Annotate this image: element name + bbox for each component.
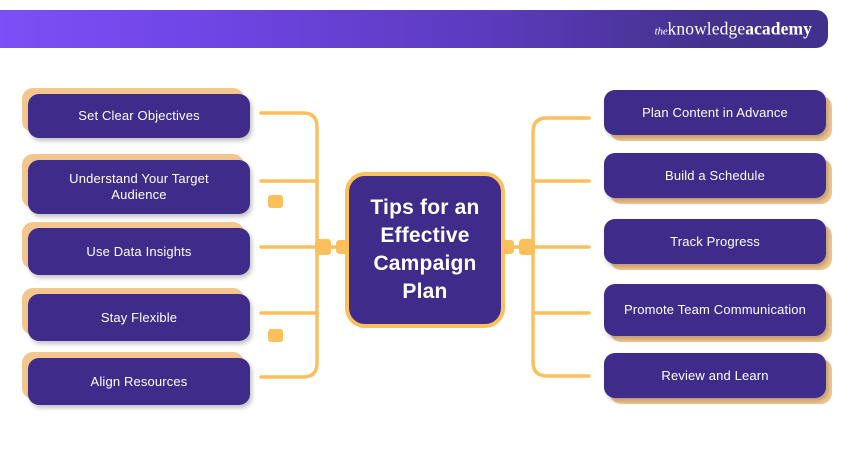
left-node-1[interactable]: Set Clear Objectives (22, 88, 283, 208)
center-node-label: Tips for an Effective Campaign Plan (370, 196, 480, 303)
brand-logo: theknowledgeacademy (655, 19, 812, 40)
right-node-5[interactable]: Review and Learn (604, 353, 832, 404)
left-junction-square-outer (315, 239, 331, 255)
node-plate: Set Clear Objectives (28, 94, 250, 138)
node-plate: Stay Flexible (28, 294, 250, 341)
node-plate: Track Progress (604, 219, 826, 264)
node-plate: Understand Your Target Audience (28, 160, 250, 214)
right-node-3[interactable]: Track Progress (604, 219, 832, 270)
node-label: Review and Learn (661, 367, 769, 383)
node-label: Plan Content in Advance (642, 104, 788, 120)
left-node-4[interactable]: Stay Flexible (22, 288, 250, 341)
node-label: Align Resources (90, 373, 188, 389)
node-label: Set Clear Objectives (78, 108, 200, 123)
header-bar: theknowledgeacademy (0, 10, 828, 48)
left-node-2[interactable]: Understand Your Target Audience (22, 154, 283, 342)
left-node-3[interactable]: Use Data Insights (22, 222, 250, 275)
node-label: Promote Team Communication (623, 302, 807, 317)
node-label: Use Data Insights (86, 243, 192, 259)
left-node-5[interactable]: Align Resources (22, 352, 250, 405)
node-connector-tab (268, 329, 283, 342)
node-label: Stay Flexible (100, 309, 178, 325)
node-plate: Align Resources (28, 358, 250, 405)
right-node-4[interactable]: Promote Team Communication (604, 284, 832, 342)
node-plate: Promote Team Communication (604, 284, 826, 336)
node-label: Build a Schedule (665, 167, 765, 183)
center-node[interactable]: Tips for an Effective Campaign Plan (345, 172, 505, 328)
right-spine (531, 116, 591, 378)
node-connector-tab (268, 195, 283, 208)
node-plate: Build a Schedule (604, 153, 826, 198)
node-label: Track Progress (670, 233, 760, 249)
logo-academy-text: academy (745, 18, 812, 39)
right-node-2[interactable]: Build a Schedule (604, 153, 832, 204)
logo-the-text: the (654, 25, 668, 38)
right-node-1[interactable]: Plan Content in Advance (604, 90, 832, 141)
node-label: Understand Your Target Audience (69, 171, 209, 202)
node-plate: Use Data Insights (28, 228, 250, 275)
node-plate: Review and Learn (604, 353, 826, 398)
logo-knowledge-text: knowledge (667, 18, 746, 39)
node-plate: Plan Content in Advance (604, 90, 826, 135)
right-junction-square-outer (519, 239, 535, 255)
